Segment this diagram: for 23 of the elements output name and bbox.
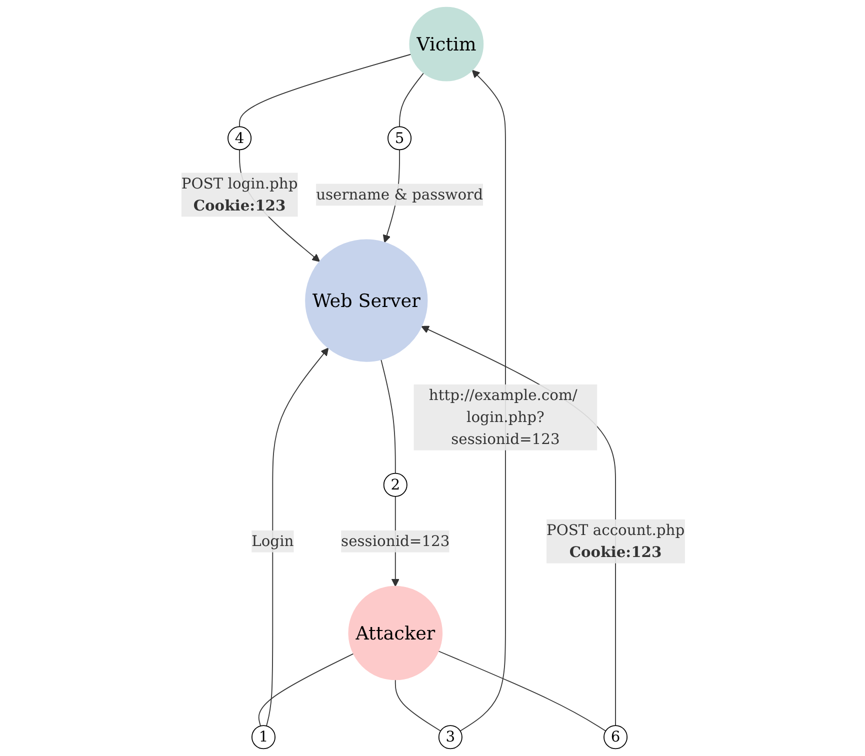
node-circle: Victim xyxy=(408,6,484,82)
edge-label: POST login.php Cookie:123 xyxy=(180,174,298,214)
node-circle: 2 xyxy=(382,472,407,497)
edge-label: http://example.com/ login.php?sessionid=123 xyxy=(428,386,577,448)
node-circle: 5 xyxy=(387,126,412,150)
node-circle: 6 xyxy=(603,725,628,750)
arrow xyxy=(266,348,328,726)
connector xyxy=(398,72,424,128)
connector xyxy=(258,653,354,726)
connector xyxy=(394,679,441,732)
node-circle: 3 xyxy=(438,725,462,750)
node-circle: 1 xyxy=(251,725,276,750)
edge-label: POST account.php Cookie:123 xyxy=(546,521,684,561)
arrow xyxy=(459,70,506,732)
node-circle: Web Server xyxy=(304,239,428,362)
connector xyxy=(380,359,396,474)
node-circle: 4 xyxy=(227,126,252,150)
edge-label: sessionid=123 xyxy=(340,532,450,550)
edge-label: Login xyxy=(251,532,294,550)
edge-label: username & password xyxy=(316,186,483,203)
connector xyxy=(437,650,606,732)
connector xyxy=(238,54,412,128)
node-circle: Attacker xyxy=(348,586,442,680)
